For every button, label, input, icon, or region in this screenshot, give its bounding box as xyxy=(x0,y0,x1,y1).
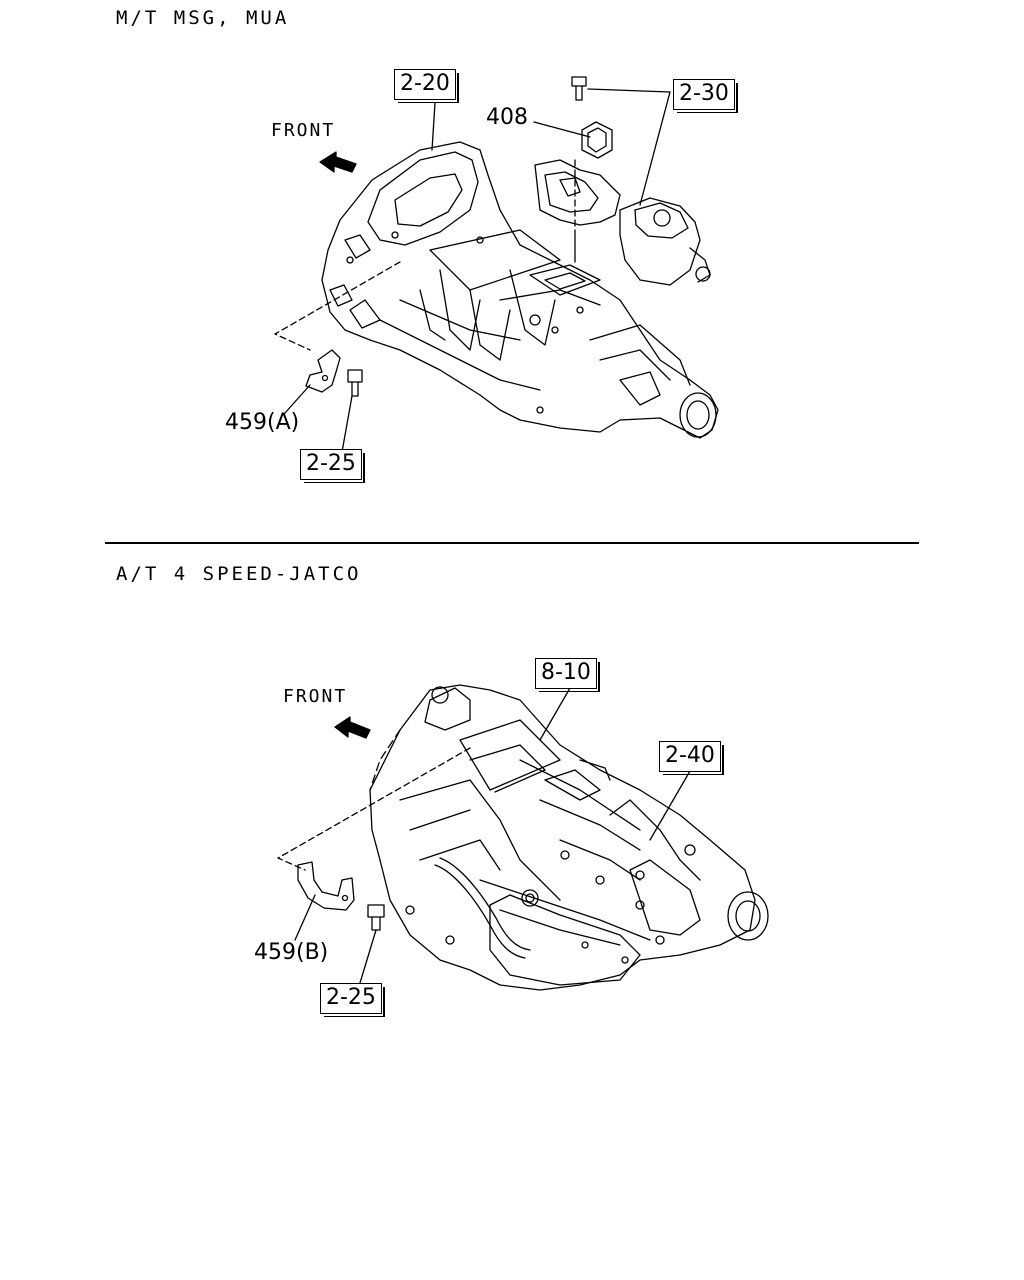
front-arrow-icon xyxy=(334,716,371,739)
part-label-459b: 459(B) xyxy=(254,940,329,965)
section-caption-mt: M/T MSG, MUA xyxy=(116,7,290,29)
automatic-transmission xyxy=(369,684,769,991)
leader-lines-mt xyxy=(274,88,671,453)
ref-box-2-30[interactable]: 2-30 xyxy=(673,79,738,113)
bolt-icon xyxy=(347,369,363,397)
manual-transmission xyxy=(321,141,719,439)
ref-box-2-40[interactable]: 2-40 xyxy=(659,741,724,775)
bracket-icon xyxy=(305,349,341,393)
section-caption-at: A/T 4 SPEED-JATCO xyxy=(116,563,362,585)
front-label-at: FRONT xyxy=(283,686,348,707)
front-arrow-icon xyxy=(319,151,357,173)
shift-control-assembly xyxy=(534,159,711,286)
bolt-icon xyxy=(367,904,385,931)
section-divider xyxy=(105,542,919,544)
ref-box-2-25-mt[interactable]: 2-25 xyxy=(300,449,365,483)
ref-box-8-10[interactable]: 8-10 xyxy=(535,658,600,692)
leader-lines-at xyxy=(277,687,691,984)
part-label-408: 408 xyxy=(486,105,528,130)
bracket-icon xyxy=(297,861,355,911)
front-label-mt: FRONT xyxy=(271,120,336,141)
ref-box-2-25-at[interactable]: 2-25 xyxy=(320,983,385,1017)
bolt-icon xyxy=(571,76,587,101)
clip-408 xyxy=(581,121,613,159)
ref-box-2-20[interactable]: 2-20 xyxy=(394,69,459,103)
part-label-459a: 459(A) xyxy=(225,410,300,435)
